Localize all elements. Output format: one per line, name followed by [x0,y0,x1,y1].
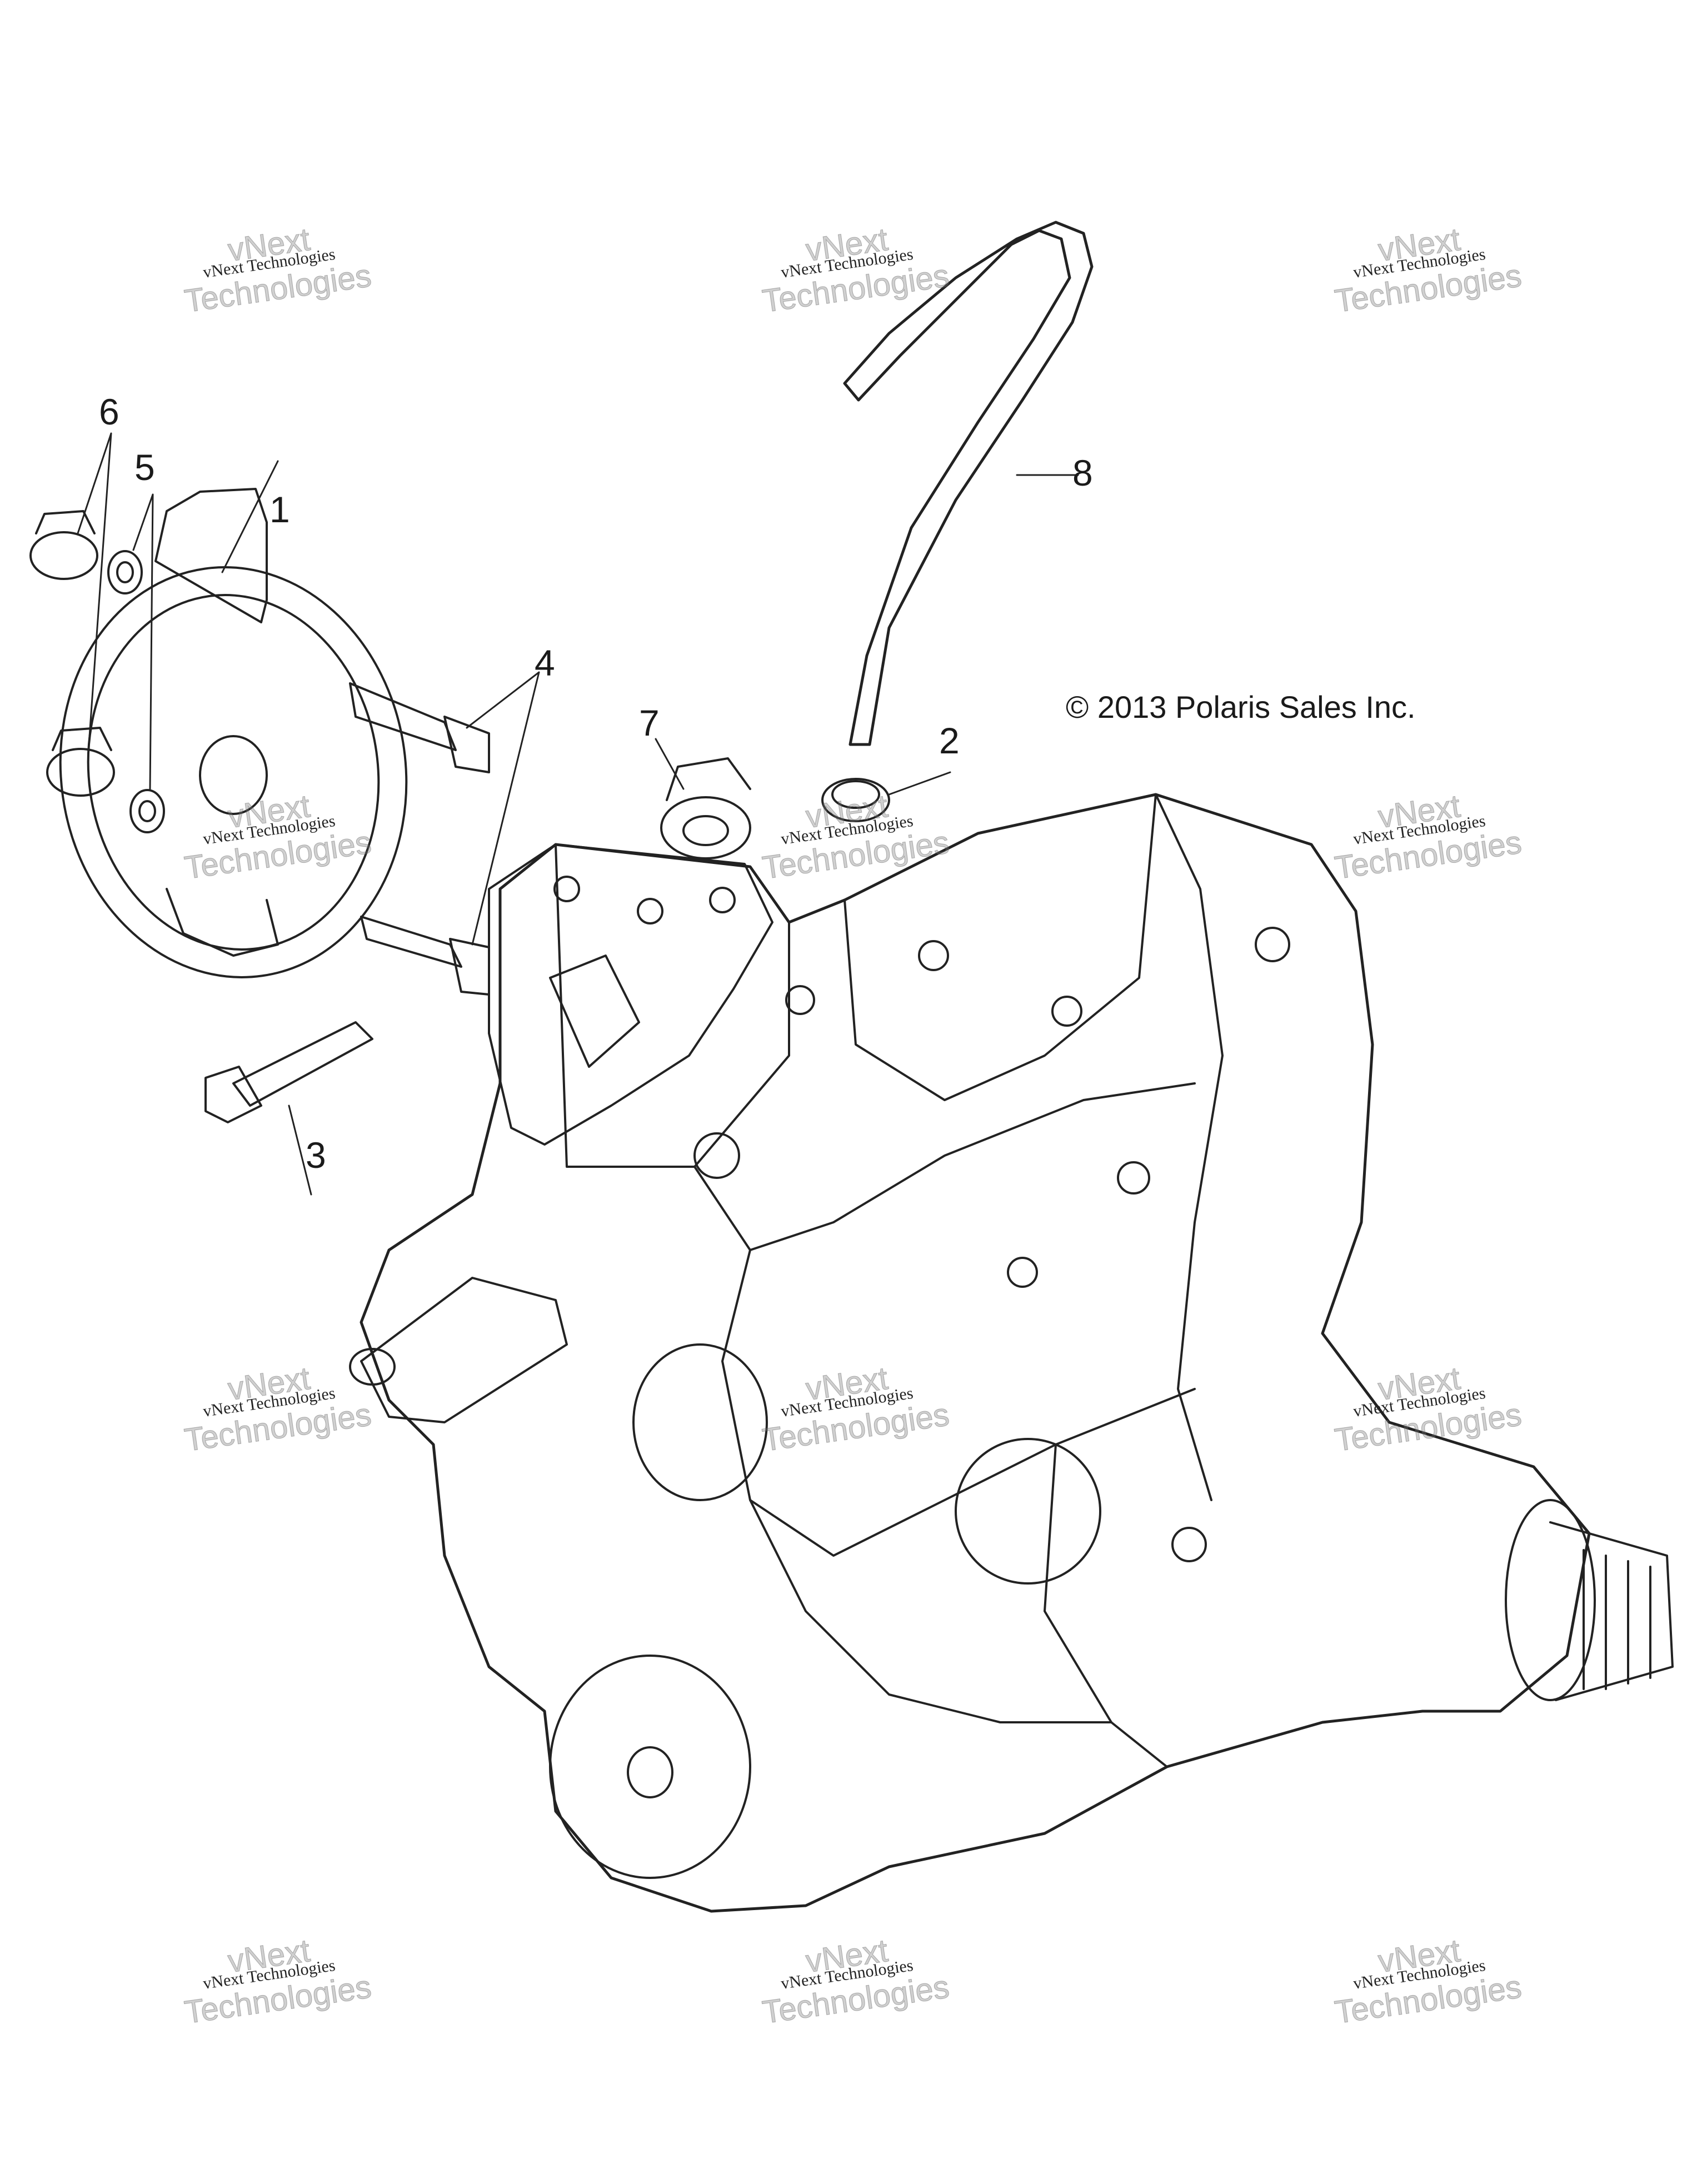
hose-part [843,221,1094,746]
actuator-part-1 [59,460,408,978]
transmission-housing [349,793,1674,1913]
bolt-part-3 [204,1021,373,1196]
callout-8: 8 [1072,452,1093,493]
flange-nut-part-7 [655,738,751,859]
callout-2: 2 [939,720,960,761]
mounting-bracket [488,843,773,1146]
clamp-part [821,771,951,822]
callout-4: 4 [535,642,555,683]
callout-5: 5 [134,447,155,488]
callout-1: 1 [269,489,290,530]
washer-part-5 [107,493,165,833]
copyright-notice: © 2013 Polaris Sales Inc. [1066,689,1416,724]
callout-6: 6 [99,391,119,432]
callout-3: 3 [306,1135,326,1176]
flange-nut-part-6 [29,432,115,797]
callout-7: 7 [639,702,660,743]
